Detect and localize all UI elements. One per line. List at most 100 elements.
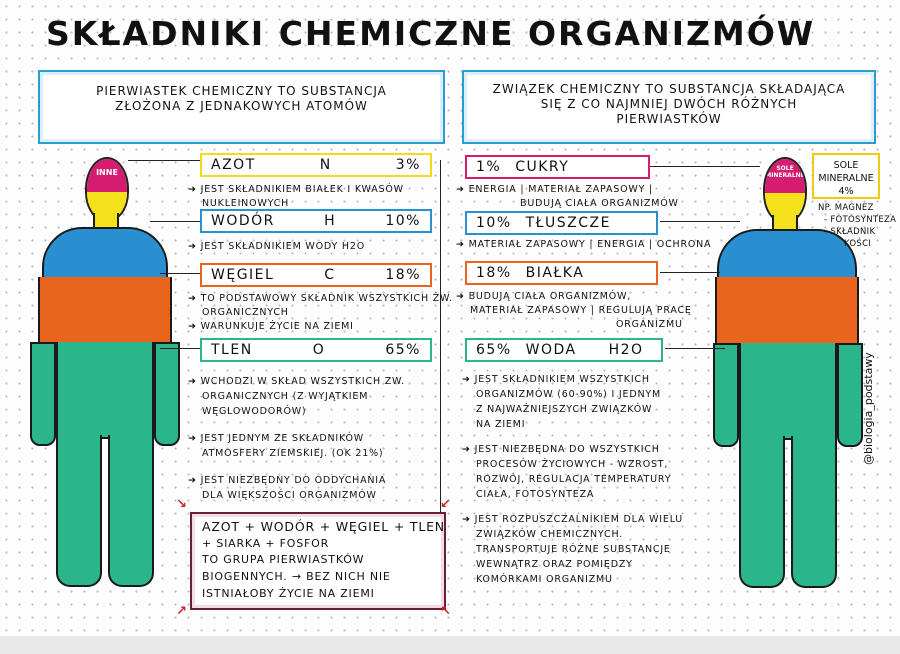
note-line: ➜ Jest niezbędna do wszystkich [462, 444, 660, 455]
note-line [462, 502, 683, 512]
note-line: organicznych [202, 307, 289, 318]
compound-definition-text: Związek chemiczny to substancja składają… [492, 82, 846, 126]
connector-line [660, 221, 740, 222]
minerals-label: Sole mineralne [818, 160, 874, 184]
element-note: ➜ To podstawowy składnik wszystkich żw. … [188, 292, 453, 334]
left-arm-right [154, 342, 180, 446]
compound-percent: 18% [476, 265, 512, 281]
note-line: Transportuje różne substancje [476, 544, 671, 555]
note-line: ciała, fotosynteza [476, 489, 595, 500]
note-line: ➜ Jest rozpuszczalnikiem dla wielu [462, 514, 684, 525]
element-percent: 65% [385, 342, 421, 358]
element-symbol: C [324, 267, 336, 283]
note-line: ➜ Warunkuje życie na ziemi [188, 321, 354, 332]
summary-line: to grupa pierwiastków [202, 553, 365, 566]
corner-arrow-icon: ↗ [176, 604, 187, 619]
note-line: materiał zapasowy | regulują pracę [470, 305, 692, 316]
note-line: ➜ Jest składnikiem wody H2O [188, 241, 365, 252]
connector-line [440, 160, 441, 512]
right-leg-right [791, 436, 837, 588]
left-leg-right [108, 435, 154, 587]
note-line: - fotosynteza [824, 215, 897, 225]
note-line: organicznych (z wyjątkiem [202, 391, 369, 402]
left-leg-left [56, 435, 102, 587]
note-line: dla większości organizmów [202, 490, 377, 501]
note-line: ➜ Energia | materiał zapasowy | [456, 184, 653, 195]
note-line: z najważniejszych związków [476, 404, 653, 415]
element-definition-text: Pierwiastek chemiczny to substancja złoż… [96, 84, 387, 113]
note-line: nukleinowych [202, 198, 290, 209]
summary-line: Azot + Wodór + Węgiel + Tlen [202, 519, 445, 534]
note-line: procesów życiowych - wzrost, [476, 459, 669, 470]
element-note: ➜ Wchodzi w skład wszystkich zw. organic… [188, 374, 405, 503]
note-line: związków chemicznych. [476, 529, 624, 540]
right-abdomen-green [739, 343, 837, 440]
right-figure-head: sole mineralne [763, 157, 807, 223]
element-box-nitrogen: Azot N 3% [200, 153, 432, 177]
left-abdomen-green [56, 342, 154, 439]
summary-line: istniałoby życie na ziemi [202, 587, 375, 600]
note-line [188, 419, 405, 431]
connector-line [150, 221, 200, 222]
note-line: budują ciała organizmów [520, 198, 679, 209]
compound-formula: H2O [608, 342, 644, 358]
note-line [188, 461, 405, 473]
element-definition-box: Pierwiastek chemiczny to substancja złoż… [38, 70, 445, 144]
note-line: na ziemi [476, 419, 526, 430]
note-line: ➜ Budują ciała organizmów, [456, 291, 632, 302]
right-chest-orange [715, 277, 859, 345]
element-name: Azot [211, 157, 256, 173]
compound-name: Tłuszcze [525, 215, 611, 231]
corner-arrow-icon: ↘ [176, 497, 187, 512]
element-box-oxygen: Tlen O 65% [200, 338, 432, 362]
right-arm-right [837, 343, 863, 447]
element-symbol: O [312, 342, 326, 358]
compound-box-fats: 10% Tłuszcze [465, 211, 658, 235]
right-neck [772, 215, 798, 233]
right-arm-left [713, 343, 739, 447]
note-line: ➜ Jest składnikiem wszystkich [462, 374, 650, 385]
note-line: ➜ To podstawowy składnik wszystkich żw. [188, 293, 453, 304]
note-line: ➜ Jest jednym ze składników [188, 433, 364, 444]
compound-note: ➜ Budują ciała organizmów, materiał zapa… [456, 290, 692, 332]
summary-line: + siarka + fosfor [202, 537, 330, 550]
element-name: Węgiel [211, 267, 275, 283]
compound-note: ➜ Jest składnikiem wszystkich organizmów… [462, 372, 683, 587]
element-percent: 10% [385, 213, 421, 229]
element-box-carbon: Węgiel C 18% [200, 263, 432, 287]
connector-line [650, 166, 760, 167]
note-line: wewnątrz oraz pomiędzy [476, 559, 633, 570]
left-head-label: inne [96, 168, 118, 177]
summary-line: biogennych. → bez nich nie [202, 570, 391, 583]
compound-percent: 10% [476, 215, 512, 231]
compound-percent: 1% [476, 159, 502, 175]
note-line: węglowodorów) [202, 406, 307, 417]
note-line: rozwój, regulacja temperatury [476, 474, 672, 485]
author-signature: @biologia_podstawy [862, 352, 875, 465]
right-head-label: sole mineralne [765, 165, 805, 179]
compound-note: ➜ Materiał zapasowy | energia | ochrona [456, 238, 711, 252]
left-chest-orange [38, 277, 172, 344]
page-title: Składniki chemiczne organizmów [46, 14, 816, 53]
element-name: Tlen [211, 342, 253, 358]
element-box-hydrogen: Wodór H 10% [200, 209, 432, 233]
note-line: - składnik [824, 227, 876, 237]
connector-line [128, 160, 200, 161]
left-body-figure: inne [30, 155, 190, 615]
note-line: organizmu [616, 319, 683, 330]
compound-name: Woda [525, 342, 577, 358]
connector-line [665, 348, 725, 349]
element-symbol: N [319, 157, 332, 173]
note-line: organizmów (60-90%) i jednym [476, 389, 661, 400]
corner-arrow-icon: ↖ [440, 604, 451, 619]
element-percent: 18% [385, 267, 421, 283]
minerals-box: Sole mineralne 4% [812, 153, 880, 199]
summary-box: Azot + Wodór + Węgiel + Tlen + siarka + … [190, 512, 446, 610]
note-line: ➜ Wchodzi w skład wszystkich zw. [188, 376, 405, 387]
bottom-strip [0, 636, 900, 654]
element-symbol: H [324, 213, 337, 229]
note-line: kości [844, 239, 872, 249]
compound-percent: 65% [476, 342, 512, 358]
connector-line [160, 348, 200, 349]
element-note: ➜ Jest składnikiem białek i kwasów nukle… [188, 183, 404, 211]
